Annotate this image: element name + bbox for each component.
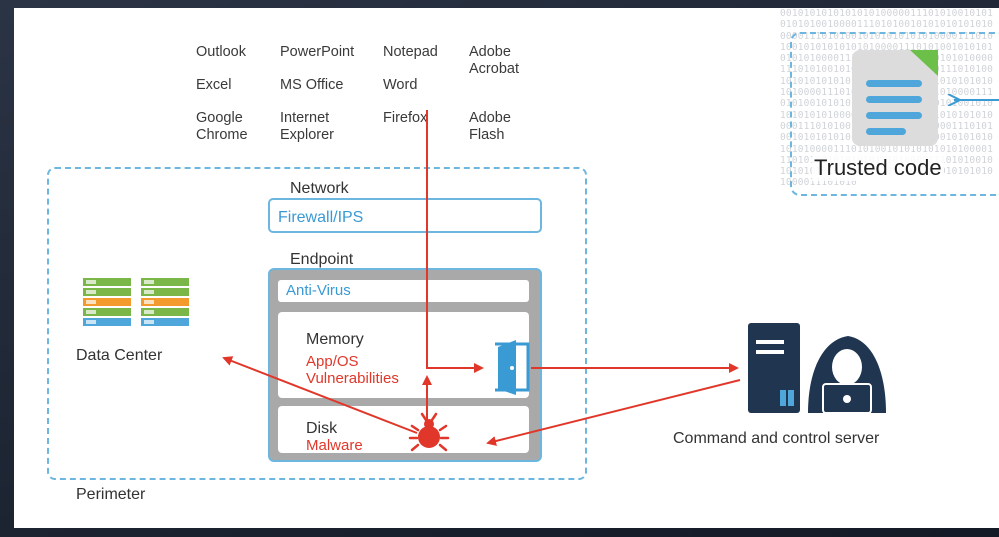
antivirus-box: Anti-Virus — [278, 280, 529, 302]
hacker-icon — [808, 336, 886, 414]
perimeter-label: Perimeter — [76, 486, 146, 503]
app-label-firefox: Firefox — [383, 110, 428, 126]
app-label-google-chrome: Google Chrome — [196, 110, 248, 143]
c2-server-label: Command and control server — [673, 430, 880, 447]
lateral-movement-arrow — [222, 356, 418, 434]
trusted-code-boundary — [790, 32, 999, 196]
malware-bug-icon — [408, 412, 450, 452]
app-label-word: Word — [383, 77, 418, 93]
app-label-ms-office: MS Office — [280, 77, 344, 93]
app-label-internet-explorer: Internet Explorer — [280, 110, 334, 143]
app-label-powerpoint: PowerPoint — [280, 44, 355, 60]
document-icon — [852, 50, 938, 146]
data-center-icon — [83, 278, 189, 326]
trusted-code-label: Trusted code — [812, 155, 944, 181]
app-label-adobe-flash: Adobe Flash — [469, 110, 511, 143]
memory-vulnerabilities-label: App/OS Vulnerabilities — [306, 353, 399, 387]
data-center-label: Data Center — [76, 347, 163, 364]
network-title: Network — [290, 180, 349, 197]
app-label-adobe-acrobat: Adobe Acrobat — [469, 44, 519, 77]
app-label-outlook: Outlook — [196, 44, 246, 60]
app-label-notepad: Notepad — [383, 44, 438, 60]
memory-title: Memory — [306, 331, 364, 348]
app-label-excel: Excel — [196, 77, 232, 93]
perimeter-boundary — [47, 167, 587, 480]
malware-download-arrow — [486, 379, 741, 446]
c2-server-icon — [748, 323, 800, 413]
memory-box — [278, 312, 529, 398]
malware-label: Malware — [306, 437, 363, 454]
disk-title: Disk — [306, 420, 338, 437]
door-icon — [495, 340, 530, 395]
firewall-ips-box: Firewall/IPS — [268, 198, 542, 233]
endpoint-title: Endpoint — [290, 251, 354, 268]
exploit-arrow — [426, 110, 484, 373]
